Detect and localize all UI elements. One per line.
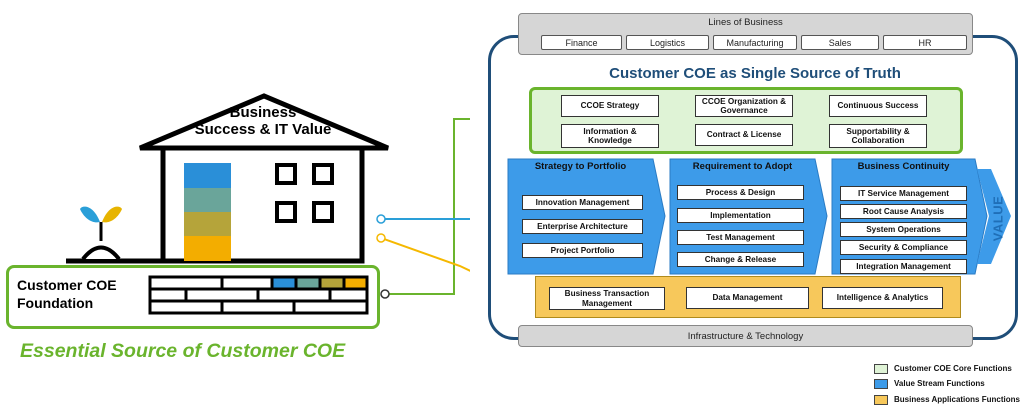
legend-swatch-value-stream xyxy=(874,379,888,389)
core-supportability-collaboration: Supportability & Collaboration xyxy=(829,124,927,148)
stream3-system-operations: System Operations xyxy=(840,222,967,237)
value-chevron xyxy=(977,169,1011,264)
stream2-change-release: Change & Release xyxy=(677,252,804,267)
legend-swatch-business-apps xyxy=(874,395,888,405)
stream2-implementation: Implementation xyxy=(677,208,804,223)
stream2-process-design: Process & Design xyxy=(677,185,804,200)
legend-swatch-core xyxy=(874,364,888,374)
foundation-box xyxy=(6,265,380,329)
connector-core xyxy=(385,118,470,295)
stream3-security-compliance: Security & Compliance xyxy=(840,240,967,255)
stream1-enterprise-architecture: Enterprise Architecture xyxy=(522,219,643,234)
roof-label: Business Success & IT Value xyxy=(178,103,348,139)
lob-manufacturing: Manufacturing xyxy=(713,35,797,50)
foundation-label-line1: Customer COE xyxy=(17,277,117,293)
lob-sales: Sales xyxy=(801,35,879,50)
value-label-wrap: VALUE xyxy=(973,180,1023,256)
foundation-label-line2: Foundation xyxy=(17,295,94,312)
legend-label-core: Customer COE Core Functions xyxy=(894,364,1012,373)
lob-finance: Finance xyxy=(541,35,622,50)
infrastructure-bar: Infrastructure & Technology xyxy=(518,325,973,347)
tagline: Essential Source of Customer COE xyxy=(20,340,346,362)
main-title: Customer COE as Single Source of Truth xyxy=(609,64,901,82)
foundation-bricks xyxy=(148,275,369,315)
stream1-project-portfolio: Project Portfolio xyxy=(522,243,643,258)
lob-logistics: Logistics xyxy=(626,35,709,50)
window xyxy=(312,163,334,185)
stream-header-continuity: Business Continuity xyxy=(857,160,950,172)
bar-segment-teal xyxy=(184,188,231,212)
stream3-it-service-management: IT Service Management xyxy=(840,186,967,201)
roof-label-line1: Business xyxy=(229,103,297,121)
stream3-root-cause-analysis: Root Cause Analysis xyxy=(840,204,967,219)
core-continuous-success: Continuous Success xyxy=(829,95,927,117)
soil-mound xyxy=(81,245,121,261)
stream-header-strategy: Strategy to Portfolio xyxy=(534,160,627,172)
app-business-transaction-management: Business Transaction Management xyxy=(549,287,665,310)
core-ccoe-strategy: CCOE Strategy xyxy=(561,95,659,117)
house-illustration xyxy=(66,93,470,315)
stream1-innovation-management: Innovation Management xyxy=(522,195,643,210)
bar-segment-gold xyxy=(184,236,231,261)
sprout-leaf-left xyxy=(80,206,100,223)
foundation-label: Customer COE Foundation xyxy=(17,276,147,316)
roof-label-line2: Success & IT Value xyxy=(194,121,332,138)
core-contract-license: Contract & License xyxy=(695,124,793,146)
window xyxy=(312,201,334,223)
bar-segment-olive xyxy=(184,212,231,236)
sprout-leaf-right xyxy=(102,206,122,223)
window xyxy=(275,201,297,223)
core-ccoe-organization: CCOE Organization & Governance xyxy=(695,95,793,117)
stream-header-requirement: Requirement to Adopt xyxy=(692,160,793,172)
app-data-management: Data Management xyxy=(686,287,809,309)
lob-hr: HR xyxy=(883,35,967,50)
legend-label-business-apps: Business Applications Functions xyxy=(894,395,1020,404)
core-information-knowledge: Information & Knowledge xyxy=(561,124,659,148)
stream2-test-management: Test Management xyxy=(677,230,804,245)
connector-apps xyxy=(380,237,470,272)
legend-label-value-stream: Value Stream Functions xyxy=(894,379,985,388)
lines-of-business-title: Lines of Business xyxy=(708,16,783,28)
app-intelligence-analytics: Intelligence & Analytics xyxy=(822,287,943,309)
bar-segment-blue xyxy=(184,163,231,188)
window xyxy=(275,163,297,185)
stream3-integration-management: Integration Management xyxy=(840,259,967,274)
value-label: VALUE xyxy=(990,195,1006,241)
